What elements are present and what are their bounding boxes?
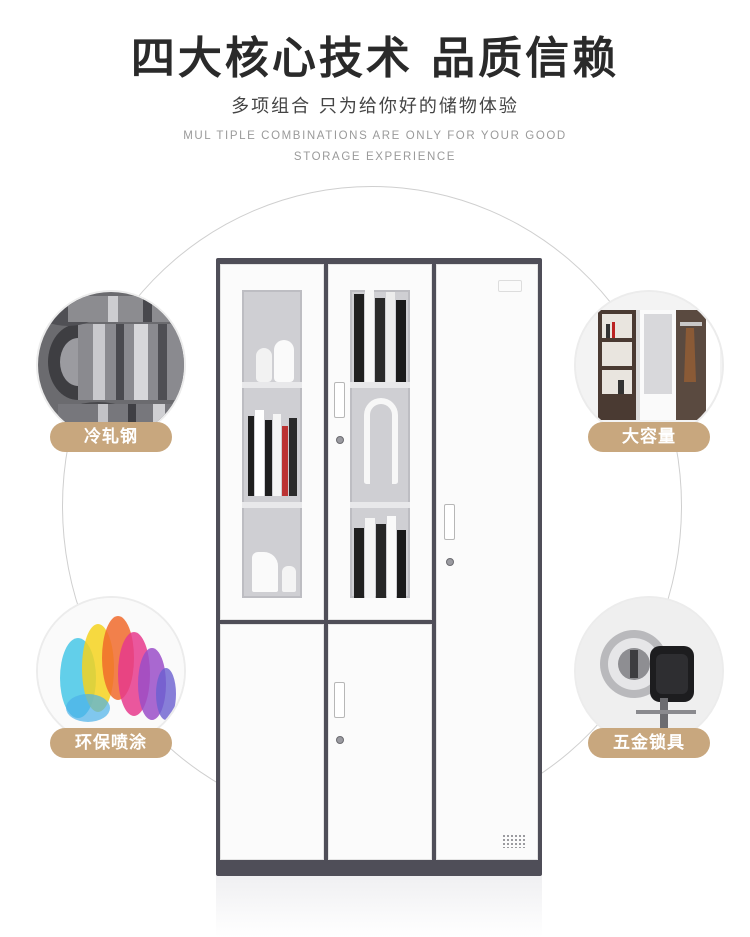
book [273, 414, 281, 496]
steel-coil-icon [36, 290, 186, 440]
deer-sculpture [364, 398, 398, 484]
glass-door-left[interactable] [220, 264, 324, 620]
door-lock-icon[interactable] [336, 436, 344, 444]
owl-figurine [274, 340, 294, 382]
vent-grille [502, 834, 526, 848]
tall-door-right[interactable] [436, 264, 538, 860]
feature-label: 大容量 [588, 422, 710, 452]
lower-door-middle[interactable] [328, 624, 432, 860]
horse-figurine [252, 552, 278, 592]
door-handle[interactable] [334, 682, 345, 718]
shelf [350, 502, 410, 508]
book [255, 410, 264, 496]
shelf [350, 382, 410, 388]
feature-label: 五金锁具 [588, 728, 710, 758]
book [265, 420, 272, 496]
name-card-slot [498, 280, 522, 292]
book [282, 426, 288, 496]
book [387, 516, 396, 598]
book [397, 530, 406, 598]
book [248, 416, 254, 496]
owl-figurine [256, 348, 272, 382]
locker-cabinet [216, 258, 542, 876]
book [365, 290, 374, 382]
feature-cold-rolled-steel: 冷轧钢 [36, 290, 186, 452]
book [376, 524, 386, 598]
book [375, 298, 385, 382]
page-subtitle: 多项组合 只为给你好的储物体验 [231, 96, 519, 117]
book [386, 292, 395, 382]
feature-label: 冷轧钢 [50, 422, 172, 452]
english-tagline: MUL TIPLE COMBINATIONS ARE ONLY FOR YOUR… [183, 130, 567, 163]
feature-label: 环保喷涂 [50, 728, 172, 758]
book [396, 300, 406, 382]
shelf [242, 382, 302, 388]
lower-door-left[interactable] [220, 624, 324, 860]
color-powder-icon [36, 596, 186, 746]
page-title: 四大核心技术 品质信赖 [130, 33, 620, 84]
rabbit-figurine [282, 566, 296, 592]
glass-door-middle[interactable] [328, 264, 432, 620]
glass-panel [242, 290, 302, 598]
shelf [242, 502, 302, 508]
book [354, 294, 364, 382]
feature-eco-spraying: 环保喷涂 [36, 596, 186, 758]
glass-panel [350, 290, 410, 598]
feature-hardware-lock: 五金锁具 [574, 596, 724, 758]
lock-key-icon [574, 596, 724, 746]
book [354, 528, 364, 598]
book [289, 418, 297, 496]
door-lock-icon[interactable] [336, 736, 344, 744]
cabinet-reflection [216, 876, 542, 937]
door-handle[interactable] [444, 504, 455, 540]
book [365, 518, 375, 598]
wardrobe-interior-icon [574, 290, 724, 440]
door-handle[interactable] [334, 382, 345, 418]
feature-large-capacity: 大容量 [574, 290, 724, 452]
door-lock-icon[interactable] [446, 558, 454, 566]
